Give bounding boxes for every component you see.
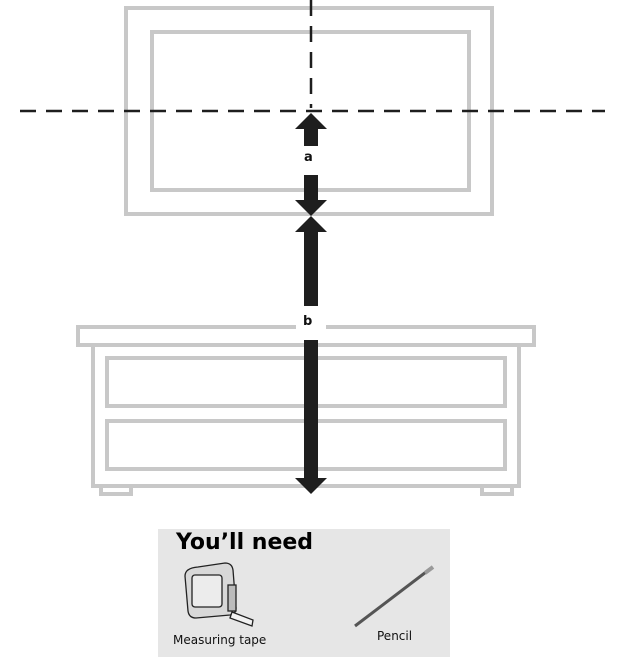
needs-title: You’ll need [176,530,314,555]
pencil-icon [354,565,435,628]
measuring-tape-icon [184,562,254,627]
pencil-label: Pencil [377,629,413,643]
arrow-a-up [295,113,327,146]
label-b: b [303,314,313,329]
arrow-b-down [295,340,327,494]
arrow-b-up [295,216,327,306]
cabinet-foot-left [99,484,133,496]
measuring-tape-label: Measuring tape [173,633,267,647]
arrow-a-down [295,175,327,216]
label-b-gap [296,312,326,338]
label-a: a [304,150,313,165]
cabinet-foot-right [480,484,514,496]
